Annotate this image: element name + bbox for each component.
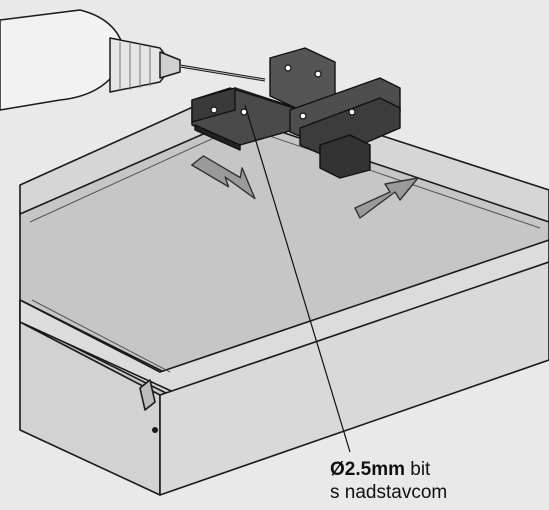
bit-size: Ø2.5mm <box>330 459 405 480</box>
drawer-side-face <box>159 261 549 496</box>
drawer <box>19 87 549 496</box>
drill-body <box>0 9 126 111</box>
callout-leader-line <box>244 104 351 453</box>
push-arrows <box>191 155 419 219</box>
drill-chuck <box>109 37 169 93</box>
bit-extension-line: s nadstavcom <box>330 482 448 503</box>
drawer-hole <box>152 427 158 433</box>
left-arrow-icon <box>191 155 256 200</box>
drilling-jig <box>191 47 401 179</box>
bit-word: bit <box>410 459 431 480</box>
right-arrow-icon <box>354 177 419 219</box>
drawer-notch <box>139 379 156 411</box>
bit-spec-line: Ø2.5mm bit <box>330 458 447 481</box>
drill-icon <box>0 9 266 111</box>
bit-callout: Ø2.5mm bit s nadstavcom <box>330 458 447 504</box>
